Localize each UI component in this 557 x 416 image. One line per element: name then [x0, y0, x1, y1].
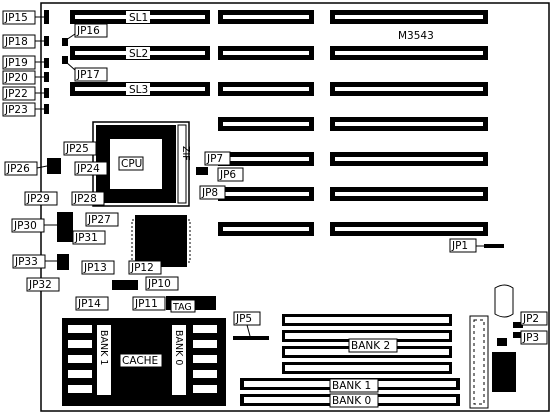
jp7-label: JP7: [206, 153, 223, 165]
left-jumper-pins: [44, 10, 68, 114]
jp13-label: JP13: [83, 262, 107, 274]
jp27-label: JP27: [87, 214, 111, 226]
jp10-label: JP10: [147, 278, 171, 290]
jp8-label: JP8: [201, 187, 218, 199]
jp32-label: JP32: [28, 279, 52, 291]
jp3-label: JP3: [522, 332, 539, 344]
cpu-socket: ZIF CPU: [92, 121, 191, 207]
jp17-label: JP17: [76, 69, 100, 81]
jp12-label: JP12: [130, 262, 154, 274]
cache-bank1-label: BANK 1: [98, 330, 109, 365]
jp6-label: JP6: [219, 169, 236, 181]
jp20-label: JP20: [4, 72, 28, 84]
jp23-label: JP23: [4, 104, 28, 116]
cache-bank0-label: BANK 0: [173, 330, 184, 365]
slot-label-sl2: SL2: [129, 48, 148, 60]
jp11-label: JP11: [134, 298, 158, 310]
jp30-label: JP30: [13, 220, 37, 232]
jp2-label: JP2: [522, 313, 539, 325]
simm-bank2-label: BANK 2: [351, 340, 390, 352]
slot-label-sl1: SL1: [129, 12, 148, 24]
jp1-label: JP1: [451, 240, 468, 252]
jp18-label: JP18: [4, 36, 28, 48]
cache-memory: BANK 1 BANK 0 CACHE: [62, 318, 226, 406]
keyboard-connector: [492, 352, 516, 392]
jp16-label: JP16: [76, 25, 100, 37]
tag-label: TAG: [172, 302, 192, 313]
simm-bank1-label: BANK 1: [332, 380, 371, 392]
zif-socket-label: ZIF: [180, 146, 191, 161]
expansion-slots: [70, 10, 488, 236]
jp33-label: JP33: [14, 256, 38, 268]
jp25-label: JP25: [65, 143, 89, 155]
jp28-label: JP28: [73, 193, 97, 205]
battery-icon: [494, 284, 514, 318]
cpu-label: CPU: [121, 158, 142, 170]
jp14-label: JP14: [77, 298, 101, 310]
jp29-label: JP29: [26, 193, 50, 205]
jp24-label: JP24: [76, 163, 100, 175]
jp19-label: JP19: [4, 57, 28, 69]
chipset: [131, 215, 191, 267]
slot-label-sl3: SL3: [129, 84, 148, 96]
simm-bank0-label: BANK 0: [332, 395, 371, 407]
jp26-label: JP26: [6, 163, 30, 175]
jp22-label: JP22: [4, 88, 28, 100]
model-label: M3543: [398, 30, 434, 42]
jp15-label: JP15: [4, 12, 28, 24]
jp31-label: JP31: [74, 232, 98, 244]
cache-label: CACHE: [122, 355, 158, 367]
jp5-label: JP5: [235, 313, 252, 325]
